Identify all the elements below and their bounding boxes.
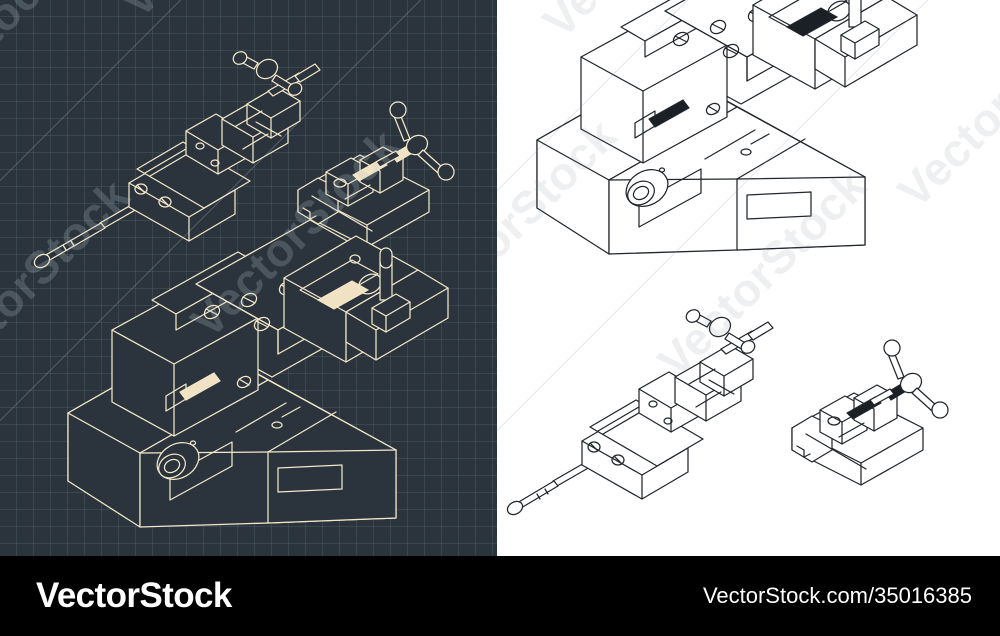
footer-bar: VectorStock VectorStock.com/35016385: [0, 556, 1000, 636]
brand-wordmark: VectorStock: [36, 576, 232, 615]
brand-url: VectorStock.com/35016385: [702, 583, 972, 608]
drawing-machine-vise-with-long-screw-rod: [506, 309, 774, 516]
blueprint-panel: VectorStock VectorStock VectorStock Vect…: [0, 0, 497, 556]
drawing-machine-vise-with-long-screw-rod: [33, 51, 321, 269]
drawing-precision-machine-vise-large: [67, 219, 449, 528]
drawing-drill-press-vise-with-t-handle: [297, 101, 455, 248]
blueprint-drawings: [0, 0, 497, 556]
drawing-drill-press-vise-with-t-handle: [791, 339, 949, 486]
drawing-precision-machine-vise-large: [536, 0, 918, 255]
line-art-panel: VectorStock VectorStock VectorStock Vect…: [497, 0, 1000, 556]
line-art-drawings: [497, 0, 1000, 556]
